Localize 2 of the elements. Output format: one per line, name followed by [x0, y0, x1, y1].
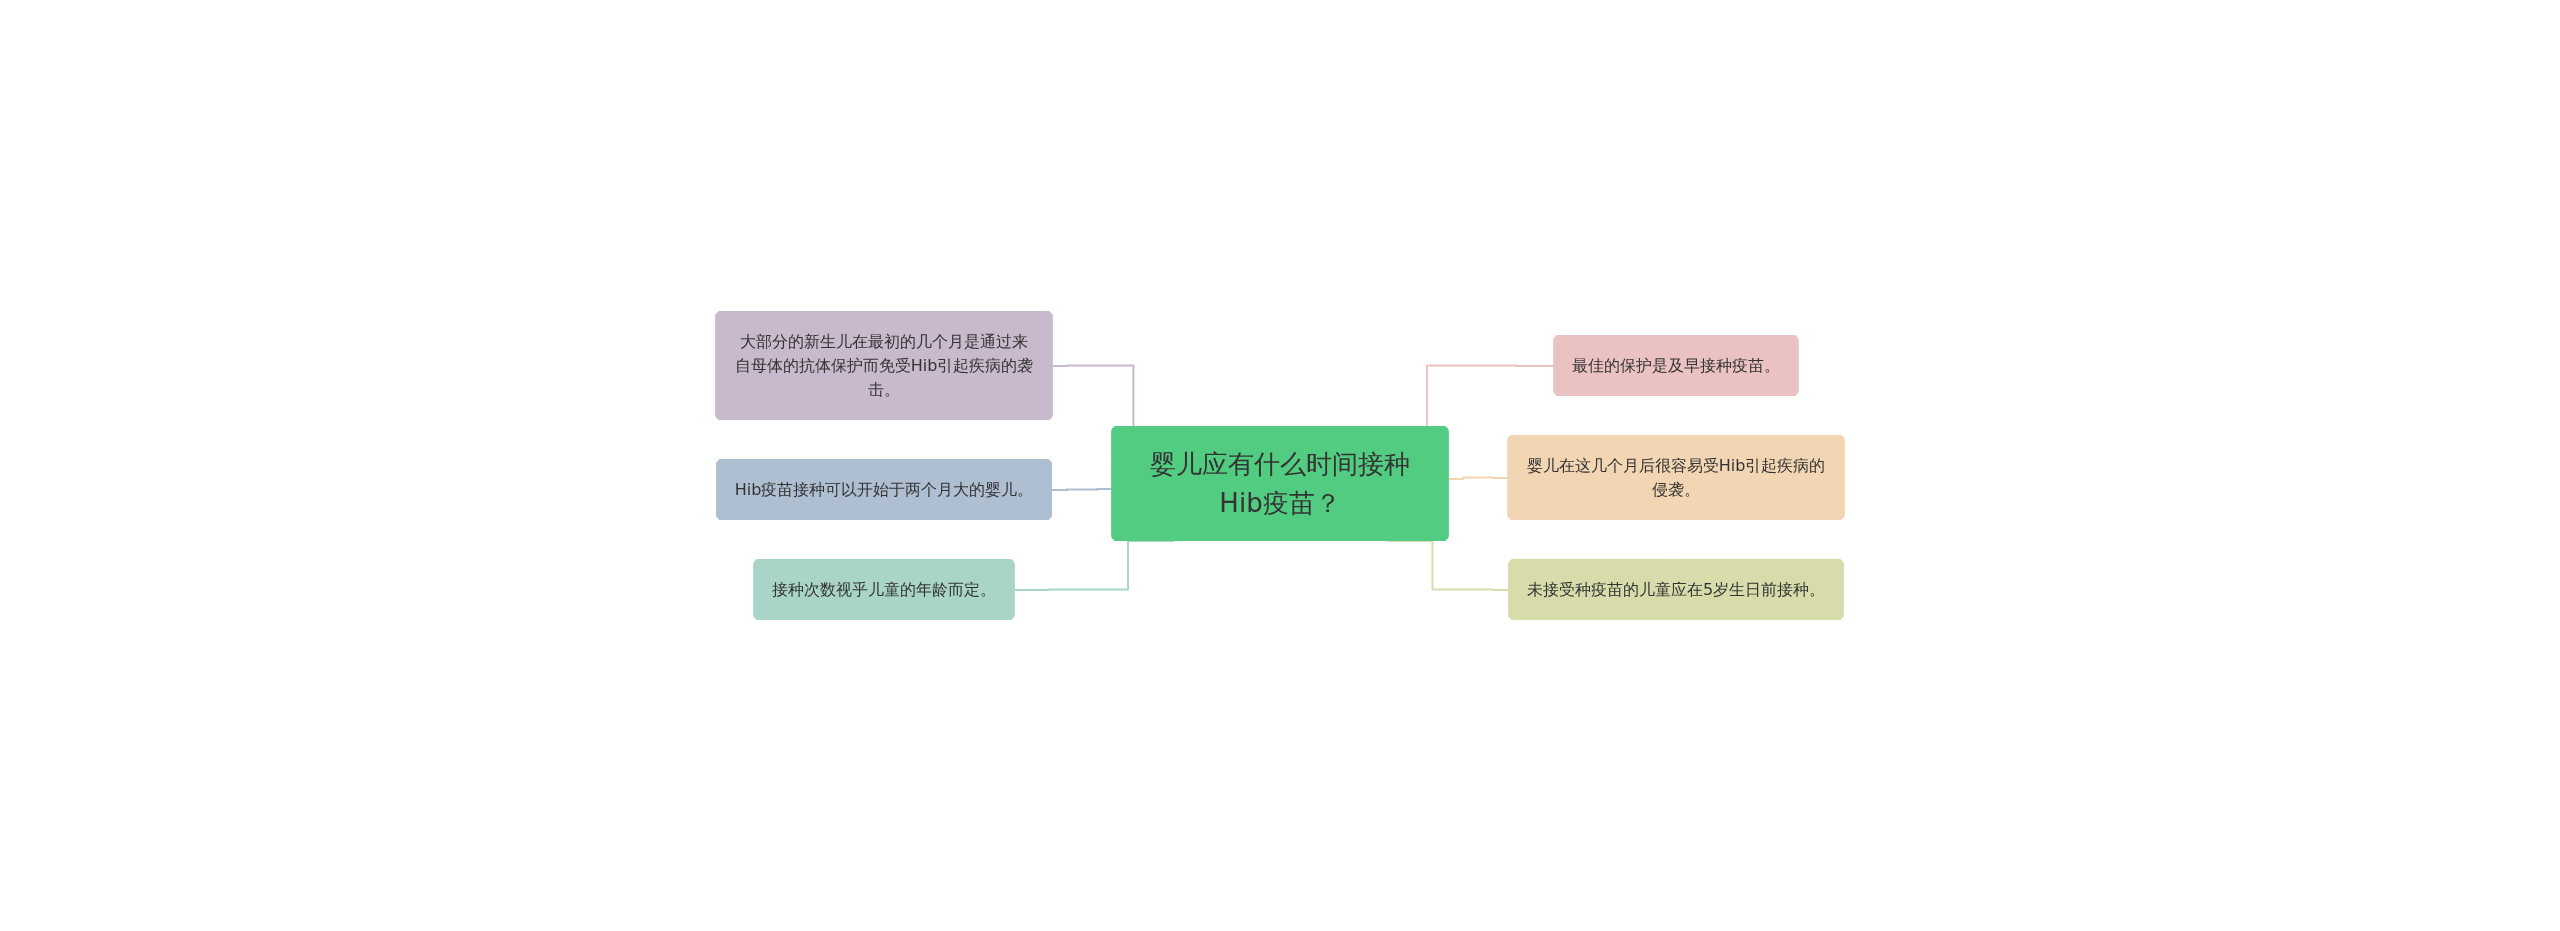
connector	[1050, 488, 1114, 491]
connector	[1447, 476, 1510, 480]
